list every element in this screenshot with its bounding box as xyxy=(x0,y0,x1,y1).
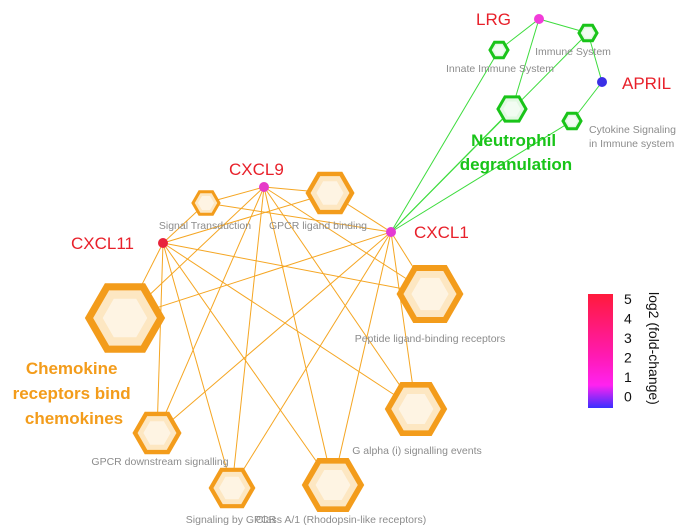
edge-cxcl11-gpcr-ligand xyxy=(162,192,331,244)
legend-tick-label: 1 xyxy=(624,369,632,385)
edge-cxcl11-class-a1 xyxy=(162,242,334,486)
legend-ticks: 5 4 3 2 1 0 xyxy=(624,291,632,405)
pathway-label-signaling-gpcr: Signaling by GPCR xyxy=(186,514,277,526)
pathway-node-cytokine[interactable] xyxy=(561,111,583,131)
edge-cxcl11-peptide-ligand xyxy=(162,242,431,295)
legend-title: log2 (fold-change) xyxy=(646,292,662,405)
hexagon-inner-icon xyxy=(197,196,215,210)
legend-tick-label: 5 xyxy=(624,291,632,307)
hexagon-inner-icon xyxy=(493,45,505,55)
hexagon-inner-icon xyxy=(102,298,148,338)
group-label-chemokine-line3: chemokines xyxy=(25,409,123,428)
pathway-label-innate-immune: Innate Immune System xyxy=(446,63,554,75)
edge-cxcl1-immune-system xyxy=(390,32,589,233)
color-legend: 5 4 3 2 1 0 log2 (fold-change) xyxy=(588,291,662,408)
group-label-chemokine-line2: receptors bind xyxy=(13,384,131,403)
pathway-node-signal-transduction[interactable] xyxy=(191,190,221,216)
group-label-neutrophil: Neutrophil degranulation xyxy=(460,131,572,174)
pathway-node-signaling-gpcr[interactable] xyxy=(208,467,256,509)
group-label-chemokine-line1: Chemokine xyxy=(26,359,118,378)
pathway-label-signal-transduction: Signal Transduction xyxy=(159,220,251,232)
pathway-node-neutrophil[interactable] xyxy=(496,95,528,123)
gene-label-cxcl1: CXCL1 xyxy=(414,223,469,242)
legend-tick-label: 2 xyxy=(624,350,632,366)
edge-cxcl1-chemokine-big xyxy=(124,231,392,319)
pathway-node-gpcr-downstream[interactable] xyxy=(132,411,182,455)
edge-cxcl1-signal-transduction xyxy=(205,202,392,233)
edge-cxcl1-cytokine xyxy=(390,120,573,233)
hexagon-inner-icon xyxy=(566,116,578,126)
hexagon-inner-icon xyxy=(219,476,245,500)
gene-label-cxcl9: CXCL9 xyxy=(229,160,284,179)
hexagon-inner-icon xyxy=(582,28,594,38)
group-label-chemokine: Chemokine receptors bind chemokines xyxy=(13,359,136,428)
group-label-neutrophil-line2: degranulation xyxy=(460,155,572,174)
gene-node-lrg[interactable] xyxy=(534,14,544,24)
hexagon-inner-icon xyxy=(503,101,521,117)
edge-cxcl1-gpcr-downstream xyxy=(156,231,392,434)
edge-cxcl9-class-a1 xyxy=(263,186,334,486)
edge-cxcl1-signaling-gpcr xyxy=(231,231,392,489)
edge-cxcl11-signaling-gpcr xyxy=(162,242,233,489)
gene-label-lrg: LRG xyxy=(476,10,511,29)
pathway-label-peptide-ligand: Peptide ligand-binding receptors xyxy=(355,333,506,345)
pathway-node-class-a1[interactable] xyxy=(301,457,365,513)
pathway-node-g-alpha[interactable] xyxy=(384,381,448,437)
edges-layer xyxy=(124,18,603,489)
edge-cxcl1-class-a1 xyxy=(332,231,392,486)
legend-color-bar xyxy=(588,294,613,408)
pathway-label-gpcr-downstream: GPCR downstream signalling xyxy=(91,456,228,468)
pathway-label-g-alpha: G alpha (i) signalling events xyxy=(352,445,482,457)
hexagon-inner-icon xyxy=(143,421,171,445)
edge-cxcl9-g-alpha xyxy=(263,186,417,410)
pathway-node-immune-system[interactable] xyxy=(577,23,599,43)
gene-node-cxcl9[interactable] xyxy=(259,182,269,192)
gene-node-cxcl11[interactable] xyxy=(158,238,168,248)
hexagon-inner-icon xyxy=(398,394,434,424)
hexagon-inner-icon xyxy=(411,277,449,311)
hexagon-inner-icon xyxy=(315,470,351,500)
pathway-node-innate-immune[interactable] xyxy=(488,40,510,60)
pathway-label-gpcr-ligand: GPCR ligand binding xyxy=(269,220,367,232)
hexagon-inner-icon xyxy=(316,181,344,205)
edge-cxcl9-signaling-gpcr xyxy=(231,186,265,489)
gene-label-april: APRIL xyxy=(622,74,671,93)
edge-cxcl1-g-alpha xyxy=(390,231,417,410)
pathway-label-immune-system: Immune System xyxy=(535,46,611,58)
edge-cxcl11-gpcr-downstream xyxy=(156,242,164,434)
gene-node-april[interactable] xyxy=(597,77,607,87)
pathway-node-gpcr-ligand[interactable] xyxy=(305,171,355,215)
gene-node-cxcl1[interactable] xyxy=(386,227,396,237)
pathway-node-chemokine-big[interactable] xyxy=(84,283,166,353)
pathway-label-class-a1: Class A/1 (Rhodopsin-like receptors) xyxy=(256,514,426,526)
legend-tick-label: 4 xyxy=(624,311,632,327)
edge-cxcl11-g-alpha xyxy=(162,242,417,410)
edge-cxcl1-innate-immune xyxy=(390,49,500,233)
legend-tick-label: 3 xyxy=(624,330,632,346)
group-label-neutrophil-line1: Neutrophil xyxy=(471,131,556,150)
edge-lrg-neutrophil xyxy=(511,18,540,110)
pathway-node-peptide-ligand[interactable] xyxy=(396,265,464,323)
gene-label-cxcl11: CXCL11 xyxy=(71,234,134,253)
legend-tick-label: 0 xyxy=(624,389,632,405)
